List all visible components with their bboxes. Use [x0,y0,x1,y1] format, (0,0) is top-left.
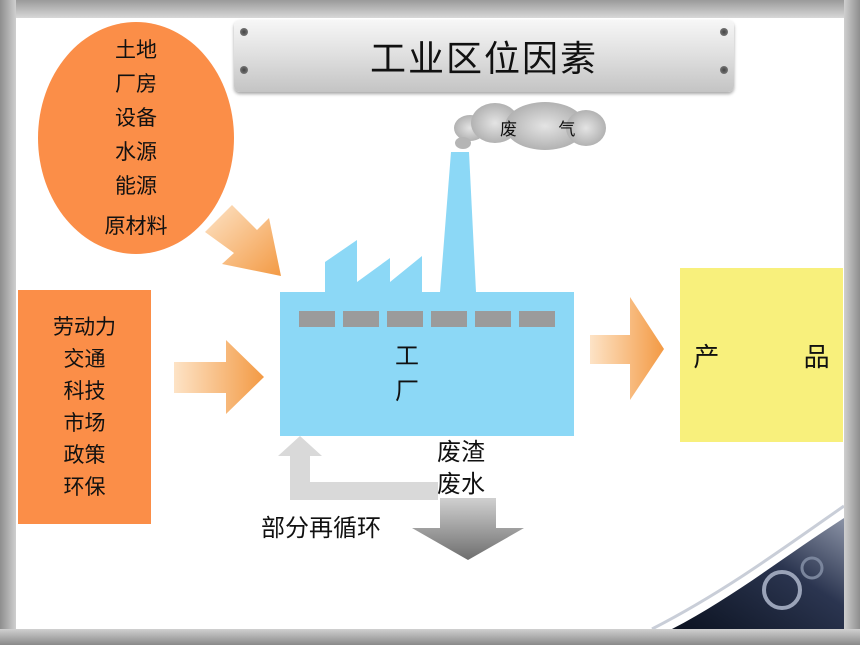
arrow-left-factors [174,340,264,414]
input-factors-box: 劳动力 交通 科技 市场 政策 环保 [18,290,151,524]
factor-label: 政策 [63,443,106,467]
factory-window [519,311,555,327]
smoke-label: 废 气 [500,120,594,140]
factory-label: 工 厂 [395,342,449,405]
factor-label: 土地 [115,38,157,62]
factor-label: 原材料 [104,214,168,238]
factor-label: 厂房 [115,72,157,96]
factory-window [343,311,379,327]
factor-label: 水源 [115,140,157,164]
factor-label: 环保 [63,475,106,499]
bolt-icon [720,28,728,36]
product-label: 产 品 [693,342,860,373]
factor-label: 交通 [63,347,106,371]
waste-label: 废渣 废水 [437,436,485,500]
recycle-arrow [278,436,438,500]
factory-building [280,152,574,436]
factor-label: 设备 [115,106,157,130]
input-factors-oval: 土地 厂房 设备 水源 能源 原材料 [38,22,234,254]
waste-down-arrow [412,498,524,560]
bolt-icon [240,66,248,74]
factor-label: 科技 [63,379,106,403]
smoke-cloud [454,102,606,150]
slide-frame-left [0,0,16,645]
factor-label: 劳动力 [53,315,116,339]
factor-label: 能源 [115,174,157,198]
factor-label: 市场 [63,411,106,435]
waste-line: 废水 [437,470,485,498]
factory-window [299,311,335,327]
recycle-label: 部分再循环 [261,514,381,542]
factory-window [387,311,423,327]
arrow-top-factors [205,205,281,276]
title-bar: 工业区位因素 [234,20,734,92]
waste-line: 废渣 [437,438,485,466]
slide-title: 工业区位因素 [369,39,598,80]
factory-window [475,311,511,327]
corner-decoration [651,504,844,629]
factory-window [431,311,467,327]
slide-frame-bottom [0,629,860,645]
slide-frame-right [844,0,860,645]
bolt-icon [240,28,248,36]
slide-frame-top [0,0,860,18]
bolt-icon [720,66,728,74]
arrow-to-product [590,297,664,400]
product-box: 产 品 [680,268,843,442]
